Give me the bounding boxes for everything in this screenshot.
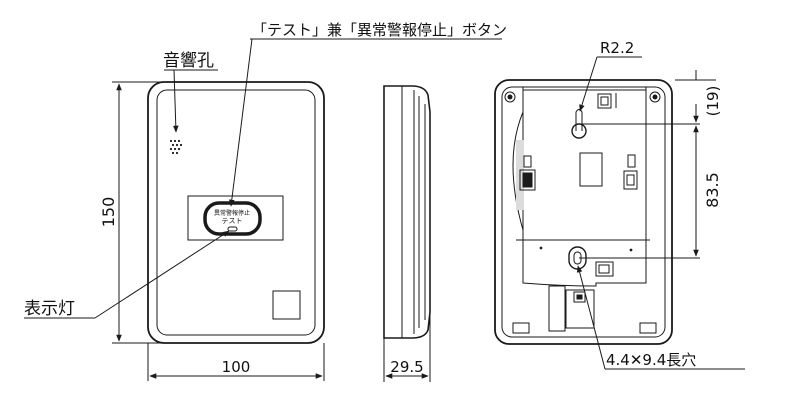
indicator-label: 表示灯 [24,299,75,319]
sound-hole-dots [169,139,183,155]
side-view [383,85,431,382]
button-face-top-label: 異常警報停止 [214,209,250,217]
indicator-lamp [227,226,238,232]
radius-label: R2.2 [600,39,634,57]
keyhole-hole [571,123,587,139]
slot-label: 4.4✕9.4長穴 [606,351,696,369]
button-face-bottom-label: テスト [222,217,243,225]
back-dimensions [579,70,716,259]
width-front-label: 100 [222,358,251,376]
height-front-label: 150 [99,197,118,228]
back-view [494,79,673,345]
sound-hole-label: 音響孔 [163,51,214,71]
depth-side-label: 29.5 [390,358,423,376]
button-panel [187,195,284,241]
front-dimensions [112,81,325,381]
front-small-square [272,290,301,320]
button-callout-label: 「テスト」兼「異常警報停止」ボタン [252,21,507,39]
hole-pitch-label: 83.5 [703,172,722,208]
top-offset-label: (19) [704,86,722,117]
leader-lines [24,38,745,370]
